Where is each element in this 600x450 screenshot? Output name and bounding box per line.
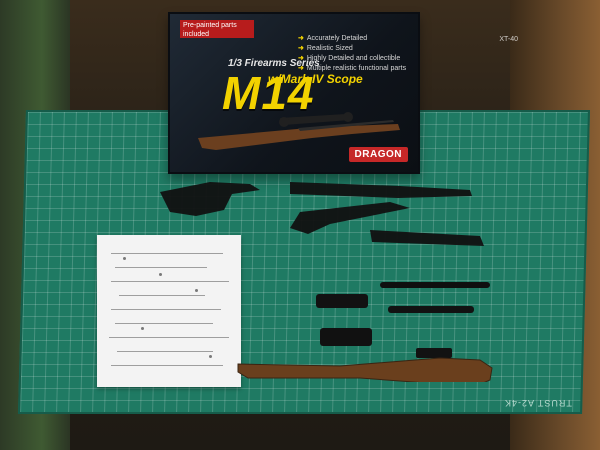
sprue-top-strip — [290, 182, 472, 198]
cutting-mat-label: TRUST A2-4K — [504, 398, 572, 408]
instruction-line — [111, 281, 229, 282]
sprue-right-arm — [370, 230, 484, 246]
instruction-sheet — [97, 235, 241, 387]
model-parts — [160, 182, 493, 382]
instruction-marker — [123, 257, 126, 260]
rifle-scope-shape — [280, 114, 350, 125]
box-title: M14 — [222, 67, 315, 119]
instruction-marker — [209, 355, 212, 358]
bullet-icon: ➜ — [298, 55, 304, 62]
instruction-line — [111, 253, 223, 254]
box-series-text: 1/3 Firearms Series — [228, 58, 320, 69]
bullet-icon: ➜ — [298, 35, 304, 42]
feature-item: ➜Realistic Sized — [298, 45, 353, 52]
bullet-icon: ➜ — [298, 45, 304, 52]
model-kit-box: Pre-painted parts included 1/3 Firearms … — [168, 12, 420, 174]
instruction-line — [115, 323, 213, 324]
trigger-group-part — [320, 328, 372, 346]
instruction-line — [111, 309, 221, 310]
instruction-marker — [141, 327, 144, 330]
box-subtitle: w/Mark IV Scope — [268, 72, 363, 86]
box-rifle-illustration — [198, 112, 400, 150]
sprue-cluster-left — [160, 182, 260, 216]
sprue-middle — [290, 202, 410, 234]
instruction-line — [111, 365, 223, 366]
rifle-barrel-shape — [298, 120, 394, 131]
instruction-marker — [195, 289, 198, 292]
bullet-icon: ➜ — [298, 65, 304, 72]
instruction-line — [115, 267, 207, 268]
box-features-list: ➜Accurately Detailed ➜Realistic Sized ➜H… — [298, 34, 408, 74]
box-sticker: Pre-painted parts included — [180, 20, 254, 38]
scope-rear-shape — [343, 112, 353, 122]
instruction-line — [117, 351, 213, 352]
feature-item: ➜Highly Detailed and collectible — [298, 55, 401, 62]
right-label: XT-40 — [499, 36, 518, 43]
receiver-part — [316, 294, 368, 308]
barrel-part — [380, 282, 490, 288]
feature-item: ➜Accurately Detailed — [298, 35, 368, 42]
instruction-line — [109, 337, 229, 338]
rifle-stock-shape — [198, 124, 400, 150]
brand-logo: DRAGON — [348, 147, 408, 162]
feature-item: ➜Multiple realistic functional parts — [298, 65, 407, 72]
scope-front-shape — [279, 117, 289, 127]
small-part — [416, 348, 452, 358]
rod-part — [388, 306, 474, 313]
instruction-line — [119, 295, 205, 296]
wood-stock-part — [237, 357, 493, 382]
instruction-marker — [159, 273, 162, 276]
